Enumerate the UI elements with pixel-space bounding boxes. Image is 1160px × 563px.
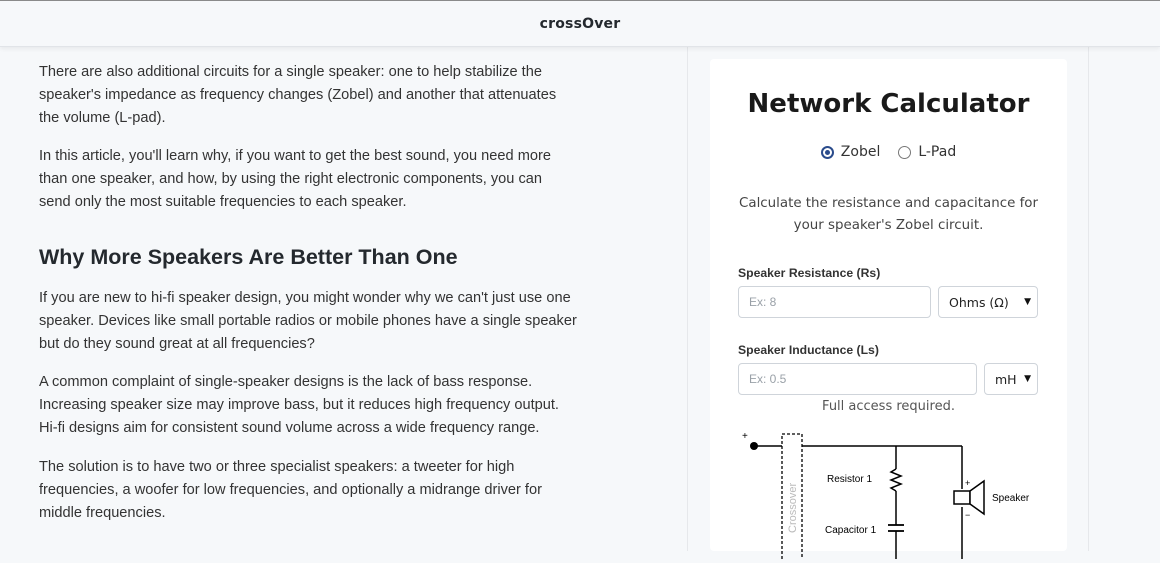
article-paragraph: There are also additional circuits for a…: [39, 64, 557, 127]
inductance-input[interactable]: [738, 363, 977, 395]
article-paragraph: In this article, you'll learn why, if yo…: [39, 148, 551, 211]
article-paragraph: If you are new to hi-fi speaker design, …: [39, 290, 577, 353]
speaker-plus-label: +: [965, 478, 970, 488]
resistor-label: Resistor 1: [827, 474, 872, 485]
speaker-minus-label: −: [965, 510, 970, 520]
input-plus-label: +: [742, 431, 748, 442]
chevron-down-icon: ▼: [1024, 297, 1031, 307]
article-paragraph: The solution is to have two or three spe…: [39, 459, 542, 522]
resistance-unit-select[interactable]: Ohms (Ω) ▼: [938, 286, 1038, 318]
inductance-unit-select[interactable]: mH ▼: [984, 363, 1038, 395]
radio-checked-icon[interactable]: [820, 145, 834, 159]
mode-lpad-option[interactable]: L-Pad: [898, 144, 956, 160]
capacitor-label: Capacitor 1: [825, 525, 877, 536]
mode-zobel-option[interactable]: Zobel: [820, 144, 881, 160]
resistance-input[interactable]: [738, 286, 931, 318]
zobel-circuit-diagram: + Crossover Resistor 1 Capacitor 1 + − S…: [738, 429, 1038, 563]
chevron-down-icon: ▼: [1024, 374, 1031, 384]
brand-logo[interactable]: crossOver: [539, 15, 621, 32]
resistor-symbol: [888, 468, 904, 492]
circuit-svg: + Crossover Resistor 1 Capacitor 1 + − S…: [742, 431, 1030, 563]
calculator-description: Calculate the resistance and capacitance…: [739, 196, 1038, 233]
unit-value: mH: [995, 371, 1017, 387]
crossover-label: Crossover: [787, 483, 799, 533]
calculator-title: Network Calculator: [747, 89, 1030, 119]
network-calculator-card: Network Calculator Zobel L-Pad Calculate…: [710, 59, 1067, 563]
mode-label: L-Pad: [918, 144, 957, 160]
speaker-cone-icon: [969, 479, 985, 516]
speaker-icon: [953, 490, 971, 505]
section-heading: Why More Speakers Are Better Than One: [39, 245, 458, 269]
unit-value: Ohms (Ω): [949, 294, 1009, 310]
mode-label: Zobel: [840, 144, 881, 160]
crossover-box: [781, 433, 803, 563]
inductance-label: Speaker Inductance (Ls): [738, 343, 879, 357]
top-bar: crossOver: [0, 0, 1160, 47]
access-note: Full access required.: [822, 399, 955, 414]
speaker-label: Speaker: [992, 493, 1030, 504]
resistance-label: Speaker Resistance (Rs): [738, 266, 881, 280]
article-paragraph: A common complaint of single-speaker des…: [39, 374, 559, 437]
radio-unchecked-icon[interactable]: [898, 145, 912, 159]
mode-selector: Zobel L-Pad: [710, 144, 1067, 160]
